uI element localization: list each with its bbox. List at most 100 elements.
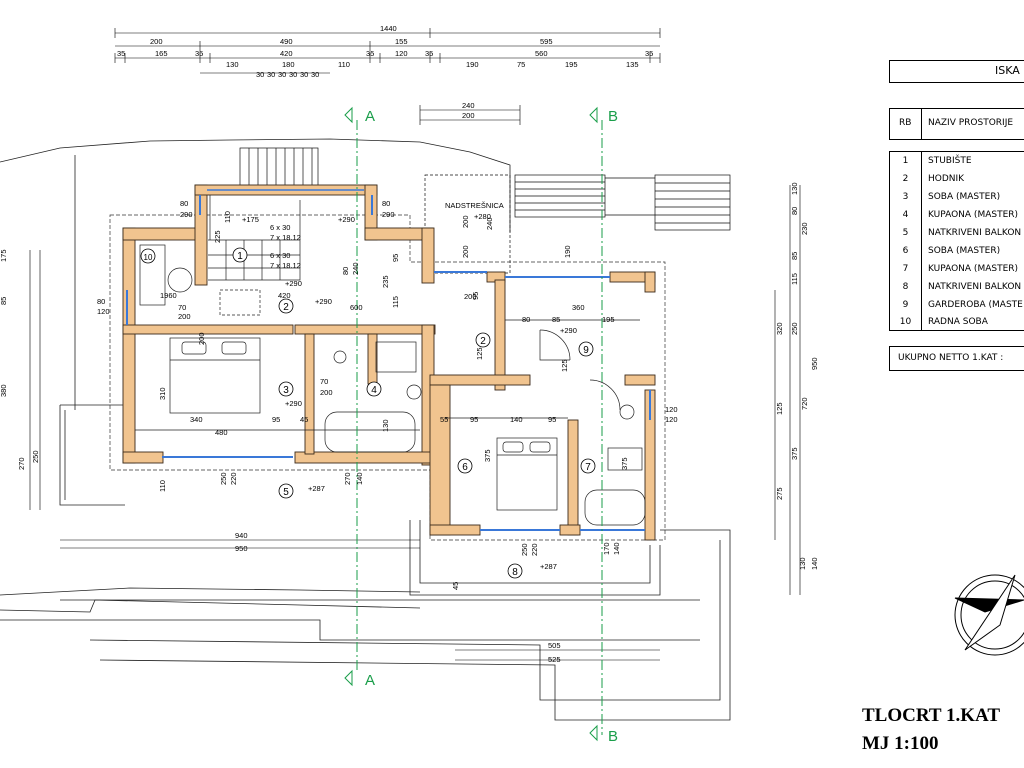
dim-right-3: 230	[800, 222, 809, 235]
dim-right-10: 275	[775, 487, 784, 500]
dim-inner: 250	[219, 472, 228, 485]
dim-inner: 110	[223, 211, 232, 223]
dim-inner: 225	[213, 230, 222, 243]
table-header-name: NAZIV PROSTORIJE	[928, 118, 1014, 128]
section-label-b-bottom: B	[608, 728, 618, 745]
dim-top-26: 30	[311, 70, 319, 79]
room-marker-5: 5	[278, 483, 294, 499]
table-body-divider	[921, 151, 922, 331]
dim-inner: 7 x 18.12	[270, 261, 301, 270]
dim-inner: 80	[522, 315, 530, 324]
inner-dimensions: 80 290 80 290 225 110 6 x 30 7 x 18.12 6…	[97, 199, 678, 590]
top-dimensions: 1440 200 490 155 595 35 165 35 420 35 12…	[117, 24, 653, 120]
dim-bottom-3: 505	[548, 641, 561, 650]
dim-top-11: 35	[425, 49, 433, 58]
table-cell-name: GARDEROBA (MASTE	[928, 300, 1023, 310]
dim-inner: 95	[391, 254, 400, 262]
room-number: 2	[480, 336, 486, 347]
drawing-scale: MJ 1:100	[862, 733, 939, 754]
dim-left-4: 270	[17, 457, 26, 470]
room-marker-7: 7	[580, 458, 596, 474]
dim-inner: 200	[197, 332, 206, 345]
dim-right-12: 950	[810, 357, 819, 370]
dim-inner: 235	[381, 275, 390, 288]
room-marker-2a: 2	[278, 298, 294, 314]
table-header-box	[889, 108, 1024, 140]
table-cell-rb: 8	[902, 282, 909, 292]
room-marker-10: 10	[140, 248, 156, 264]
dim-inner: 1960	[160, 291, 177, 300]
table-row: 3 SOBA (MASTER)	[889, 188, 1000, 206]
dim-inner: 7 x 18.12	[270, 233, 301, 242]
dim-inner: 85	[552, 315, 560, 324]
table-cell-rb: 10	[899, 317, 912, 327]
dim-inner: 310	[158, 387, 167, 400]
dim-inner: 80	[382, 199, 390, 208]
table-cell-rb: 3	[902, 192, 909, 202]
dim-inner: 240	[351, 262, 360, 275]
table-cell-name: STUBIŠTE	[928, 156, 972, 166]
section-markers	[344, 106, 598, 742]
room-marker-1: 1	[232, 247, 248, 263]
section-label-b-top: B	[608, 108, 618, 125]
dim-top-8: 420	[280, 49, 293, 58]
dim-top-25: 30	[300, 70, 308, 79]
dim-inner: +290	[560, 326, 577, 335]
room-marker-9: 9	[578, 341, 594, 357]
dim-left-3: 380	[0, 384, 8, 397]
drawing-title-line1: TLOCRT 1.KAT	[862, 705, 1000, 726]
dim-inner: 140	[355, 472, 364, 485]
dim-inner: 120	[665, 415, 678, 424]
room-marker-3: 3	[278, 381, 294, 397]
exterior-stairs	[239, 147, 731, 274]
dim-top-21: 30	[256, 70, 264, 79]
dim-inner: +287	[540, 562, 557, 571]
room-number: 2	[283, 302, 289, 313]
dim-mid-1: 240	[462, 101, 475, 110]
dim-inner: 70	[320, 377, 328, 386]
dim-inner: 130	[381, 419, 390, 432]
dim-inner: 375	[620, 457, 629, 470]
section-lines	[356, 120, 603, 735]
table-cell-name: SOBA (MASTER)	[928, 192, 1001, 202]
room-number: 4	[371, 385, 377, 396]
dim-inner: 80	[341, 267, 350, 275]
dim-right-13: 130	[798, 557, 807, 570]
dim-inner: 200	[464, 292, 477, 301]
dim-left-5: 250	[31, 450, 40, 463]
dim-inner: 220	[229, 472, 238, 485]
table-cell-rb: 7	[902, 264, 909, 274]
header-box	[889, 60, 1024, 83]
room-number: 9	[583, 345, 589, 356]
dim-inner: 420	[278, 291, 291, 300]
dim-right-8: 125	[775, 402, 784, 415]
dim-inner: 360	[572, 303, 585, 312]
dim-mid-2: 200	[462, 111, 475, 120]
section-label-a-bottom: A	[365, 672, 375, 689]
dim-inner: 95	[470, 415, 478, 424]
dim-inner: 290	[382, 210, 395, 219]
room-number: 8	[512, 567, 518, 578]
dim-top-16: 110	[338, 60, 350, 69]
table-cell-rb: 4	[902, 210, 909, 220]
table-cell-name: NATKRIVENI BALKON	[928, 228, 1022, 238]
dim-inner: 140	[612, 542, 621, 555]
dim-inner: 120	[97, 307, 110, 316]
dim-top-3: 155	[395, 37, 408, 46]
dim-inner: 55	[440, 415, 448, 424]
table-cell-name: RADNA SOBA	[928, 317, 988, 327]
dim-left-2: 85	[0, 297, 8, 305]
north-arrow-icon	[954, 574, 1024, 656]
table-header-divider	[921, 108, 922, 140]
dim-inner: 375	[483, 449, 492, 462]
dim-right-6: 320	[775, 322, 784, 335]
room-number: 7	[585, 462, 591, 473]
dim-inner: +290	[315, 297, 332, 306]
room-number: 6	[462, 462, 468, 473]
dim-right-7: 250	[790, 322, 799, 335]
dim-inner: 290	[180, 210, 193, 219]
